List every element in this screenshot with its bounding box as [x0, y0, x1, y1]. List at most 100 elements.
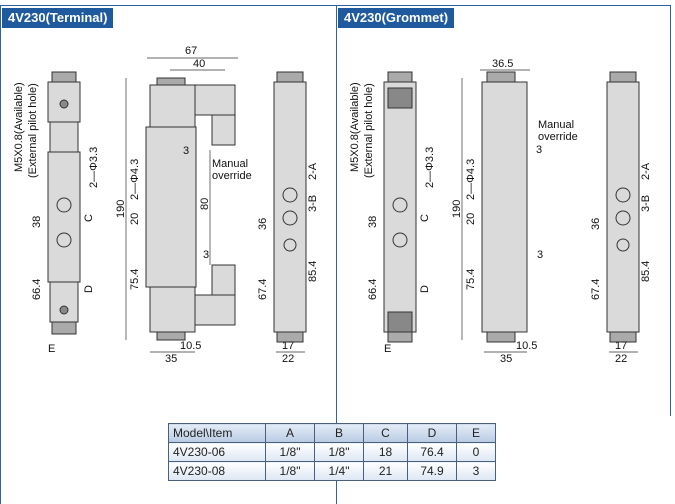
drawing-part [283, 238, 297, 252]
note-external-pilot: (External pilot hole) [27, 83, 39, 178]
drawing-part [149, 84, 196, 128]
port-3b: 3-B [307, 195, 319, 212]
grommet-panel [335, 5, 671, 416]
drawing-part [392, 232, 408, 248]
dim-22: 22 [615, 353, 627, 365]
dim-c: C [83, 214, 95, 222]
drawing-part [481, 81, 528, 333]
drawing-part [51, 321, 77, 335]
dim-phi33: 2—Φ3.3 [424, 147, 436, 188]
table-cell: 1/8" [265, 442, 315, 462]
grommet-labels: 36.5 M5X0.8(Available) (External pilot h… [349, 58, 652, 365]
dim-75-4: 75.4 [465, 269, 477, 290]
drawing-part [615, 210, 631, 226]
dim-17: 17 [615, 340, 627, 352]
dim-e: E [384, 343, 391, 355]
valve-body [47, 151, 81, 283]
dim-35: 35 [165, 353, 177, 365]
drawing-part [47, 71, 640, 343]
note-m5: M5X0.8(Available) [349, 82, 361, 172]
spec-table: Model\Item A B C D E 4V230-06 1/8" 1/8" … [168, 423, 496, 481]
drawing-part [49, 121, 79, 153]
drawing-part [211, 114, 236, 146]
column-header: A [265, 423, 315, 443]
drawing-part [211, 264, 236, 296]
dim-85-4: 85.4 [307, 261, 319, 282]
drawing-part [486, 331, 516, 343]
port-3b: 3-B [640, 195, 652, 212]
drawing-part [282, 210, 298, 226]
dim-67-4: 67.4 [257, 279, 269, 300]
drawing-part [392, 197, 408, 213]
dim-22: 22 [282, 353, 294, 365]
table-cell: 1/4" [314, 461, 364, 481]
drawing-part [486, 71, 516, 83]
drawing-part [282, 187, 298, 203]
dim-190: 190 [451, 200, 463, 218]
dim-d: D [83, 285, 95, 293]
port-2a: 2-A [307, 162, 319, 180]
dim-phi33: 2—Φ3.3 [88, 147, 100, 188]
dim-67: 67 [185, 45, 197, 57]
dim-85-4: 85.4 [640, 261, 652, 282]
section-title-terminal: 4V230(Terminal) [2, 8, 114, 28]
drawing-part [194, 294, 236, 326]
dim-38: 38 [367, 216, 379, 228]
drawing-part [387, 331, 413, 343]
column-header: E [456, 423, 496, 443]
note-manual: Manual [212, 158, 248, 170]
table-header-row: Model\Item A B C D E [168, 423, 496, 443]
drawing-part [49, 281, 79, 323]
dim-c: C [419, 214, 431, 222]
dim-75-4: 75.4 [129, 269, 141, 290]
table-row: 4V230-06 1/8" 1/8" 18 76.4 0 [168, 442, 496, 462]
note-override: override [538, 131, 578, 143]
dim-phi43: 2—Φ4.3 [129, 159, 141, 200]
table-cell: 3 [456, 461, 496, 481]
drawing-part [276, 71, 304, 83]
dim-3: 3 [183, 145, 189, 157]
dim-10-5: 10.5 [516, 340, 537, 352]
port-2a: 2-A [640, 162, 652, 180]
drawing-part [194, 84, 236, 116]
note-manual: Manual [538, 119, 574, 131]
dim-40: 40 [193, 58, 205, 70]
table-cell: 18 [363, 442, 408, 462]
drawing-part [387, 87, 413, 109]
table-cell: 1/8" [314, 442, 364, 462]
column-header: C [363, 423, 408, 443]
drawing-part [56, 232, 72, 248]
column-header: D [407, 423, 457, 443]
drawing-part [615, 187, 631, 203]
table-cell: 74.9 [407, 461, 457, 481]
dim-190: 190 [115, 200, 127, 218]
dim-3: 3 [537, 249, 543, 261]
dim-e: E [48, 343, 55, 355]
dim-20: 20 [129, 213, 141, 225]
table-cell: 21 [363, 461, 408, 481]
table-cell: 1/8" [265, 461, 315, 481]
dim-phi43: 2—Φ4.3 [465, 159, 477, 200]
dim-36: 36 [590, 218, 602, 230]
drawing-part [387, 71, 413, 83]
table-row: 4V230-08 1/8" 1/4" 21 74.9 3 [168, 461, 496, 481]
terminal-panel [0, 5, 337, 504]
column-header: B [314, 423, 364, 443]
drawing-part [59, 99, 69, 109]
drawing-part [145, 126, 197, 288]
dim-3: 3 [203, 249, 209, 261]
dim-67-4: 67.4 [590, 279, 602, 300]
drawing-part [606, 81, 640, 333]
dim-66-4: 66.4 [367, 279, 379, 300]
drawing-part [273, 81, 307, 333]
table-cell: 4V230-08 [168, 461, 266, 481]
knurled-cap [51, 71, 77, 83]
drawing-part [125, 57, 638, 353]
note-override: override [212, 170, 252, 182]
column-header: Model\Item [168, 423, 266, 443]
drawing-part [387, 311, 413, 333]
dim-d: D [419, 285, 431, 293]
terminal-labels: 67 40 M5X0.8(Available) (External pilot … [13, 45, 319, 365]
dim-35: 35 [500, 353, 512, 365]
